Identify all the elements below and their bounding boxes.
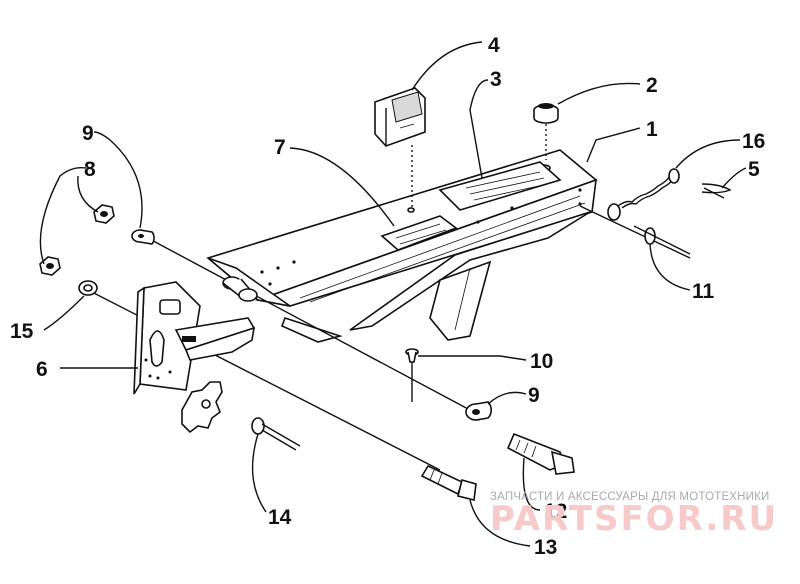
callout-15: 15 bbox=[10, 320, 34, 343]
callout-3: 3 bbox=[490, 68, 502, 91]
nut-8 bbox=[93, 204, 115, 224]
callout-10: 10 bbox=[530, 350, 553, 373]
rivet-14 bbox=[251, 417, 301, 451]
callout-13: 13 bbox=[534, 536, 557, 559]
rivet-11 bbox=[633, 225, 691, 255]
bushing-9-upper bbox=[131, 229, 155, 245]
watermark: ЗАПЧАСТИ И АКСЕССУАРЫ ДЛЯ МОТОТЕХНИКИ PA… bbox=[490, 491, 778, 539]
watermark-brand: PARTSFOR.RU bbox=[490, 499, 778, 539]
spring-clip bbox=[374, 87, 426, 147]
callout-11: 11 bbox=[692, 280, 715, 303]
callout-8: 8 bbox=[84, 158, 96, 181]
callout-14: 14 bbox=[268, 506, 292, 529]
callout-2: 2 bbox=[646, 74, 658, 97]
spacer-bushing bbox=[222, 276, 258, 302]
callout-labels: 1 2 3 4 5 6 7 8 9 9 10 11 12 13 14 15 16 bbox=[10, 34, 765, 559]
grommet bbox=[533, 103, 559, 124]
callout-5: 5 bbox=[748, 158, 760, 181]
mounting-plate bbox=[133, 281, 256, 395]
bushing-9-lower bbox=[465, 401, 492, 421]
decal-small bbox=[380, 215, 458, 251]
callout-1: 1 bbox=[646, 118, 658, 141]
callout-9-upper: 9 bbox=[82, 122, 94, 145]
watermark-tagline: ЗАПЧАСТИ И АКСЕССУАРЫ ДЛЯ МОТОТЕХНИКИ bbox=[490, 491, 770, 503]
leader-lines bbox=[39, 41, 747, 547]
spring-cable bbox=[607, 168, 680, 221]
decal-plate bbox=[438, 161, 562, 211]
bolt-12 bbox=[506, 432, 575, 475]
callout-4: 4 bbox=[488, 34, 500, 57]
callout-6: 6 bbox=[36, 358, 48, 381]
rivet-10 bbox=[405, 348, 419, 402]
callout-9-lower: 9 bbox=[528, 384, 540, 407]
callout-16: 16 bbox=[742, 130, 765, 153]
washer-15 bbox=[78, 280, 98, 296]
gear-sector bbox=[181, 381, 223, 434]
callout-7: 7 bbox=[274, 136, 286, 159]
callout-12: 12 bbox=[544, 500, 567, 523]
bolt-13 bbox=[420, 464, 477, 501]
nut-lower bbox=[39, 256, 61, 276]
cotter-pin bbox=[701, 183, 732, 199]
